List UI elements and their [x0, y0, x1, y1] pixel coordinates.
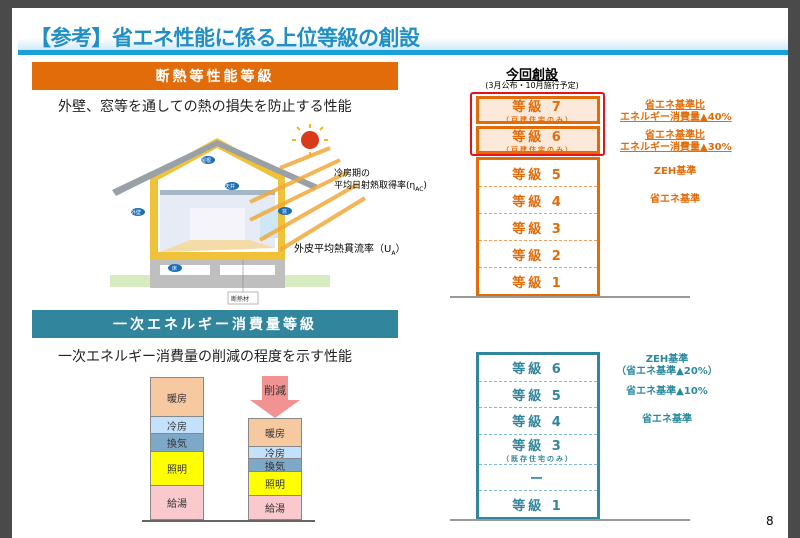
segment-heating: 暖房: [151, 378, 203, 417]
roof-tag: 屋根: [201, 158, 212, 164]
energy-grade-6: 等級 6: [479, 355, 597, 382]
bar-baseline: [142, 520, 315, 522]
energy-bar-after: 暖房 冷房 換気 照明 給湯: [248, 418, 302, 520]
energy-grade-4-note: 省エネ基準: [642, 414, 692, 425]
solar-gain-line2: 平均日射熱取得率(η: [334, 181, 416, 191]
insulation-header: 断熱等性能等級: [32, 62, 398, 90]
energy-grade-2-none: ー: [479, 465, 597, 492]
insulation-material-tag: 断熱材: [231, 296, 250, 303]
wall-tag: 外壁: [131, 210, 142, 216]
window-tag: 窓: [282, 209, 288, 215]
title-stripe: [18, 38, 788, 50]
segment-hot-water: 給湯: [249, 496, 301, 519]
solar-gain-close: ): [423, 181, 427, 191]
page-title: 【参考】省エネ性能に係る上位等級の創設: [30, 26, 420, 50]
energy-grades-box: 等級 6 等級 5 等級 4 等級 3（既存住宅のみ） ー 等級 1: [476, 352, 600, 520]
energy-grade-4: 等級 4: [479, 408, 597, 435]
insulation-description: 外壁、窓等を通しての熱の損失を防止する性能: [58, 99, 352, 115]
solar-gain-line1: 冷房期の: [334, 169, 371, 179]
down-arrow-icon: [250, 376, 300, 418]
solar-gain-label: 冷房期の平均日射熱取得率(ηAC): [334, 168, 427, 196]
grade-label: 等級 7: [512, 99, 564, 115]
new-heading: 今回創設: [505, 68, 558, 83]
ua-text: 外皮平均熱貫流率（U: [294, 244, 392, 255]
slide: 【参考】省エネ性能に係る上位等級の創設 断熱等性能等級 外壁、窓等を通しての熱の…: [12, 8, 788, 538]
segment-hot-water: 給湯: [151, 486, 203, 519]
solar-gain-sub: AC: [415, 185, 424, 193]
note-line1: 省エネ基準比: [645, 100, 705, 111]
energy-grade-5-note: 省エネ基準▲10%: [626, 386, 708, 397]
new-grades-highlight: [470, 92, 605, 156]
grade-sub: （戸建住宅のみ）: [502, 115, 574, 124]
segment-cooling: 冷房: [249, 447, 301, 460]
energy-grade-3: 等級 3（既存住宅のみ）: [479, 435, 597, 465]
grade-4-note: 省エネ基準: [650, 194, 700, 205]
insulation-grade-7: 等級 7（戸建住宅のみ）: [476, 96, 600, 124]
insulation-grade-3: 等級 3: [479, 214, 597, 241]
reduction-label: 削減: [264, 384, 286, 397]
house-diagram: 冷房期の平均日射熱取得率(ηAC) 外皮平均熱貫流率（UA） 屋根 天井 外壁 …: [100, 120, 427, 310]
note-line2: エネルギー消費量▲30%: [620, 142, 732, 153]
insulation-grade-4: 等級 4: [479, 187, 597, 214]
energy-grade-5: 等級 5: [479, 382, 597, 409]
grade-label: 等級 3: [512, 438, 564, 454]
insulation-grade-2: 等級 2: [479, 241, 597, 268]
segment-ventilation: 換気: [249, 459, 301, 473]
note-line2: （省エネ基準▲20%）: [616, 366, 718, 377]
energy-bar-before: 暖房 冷房 換気 照明 給湯: [150, 377, 204, 520]
ceiling-tag: 天井: [225, 184, 236, 190]
energy-header: 一次エネルギー消費量等級: [32, 310, 398, 338]
segment-heating: 暖房: [249, 419, 301, 447]
title-underline: [18, 50, 788, 55]
grade-5-note: ZEH基準: [653, 166, 697, 177]
grade-7-note: 省エネ基準比エネルギー消費量▲40%: [620, 100, 732, 124]
ua-label: 外皮平均熱貫流率（UA）: [294, 240, 405, 257]
grade-6-note: 省エネ基準比エネルギー消費量▲30%: [620, 130, 732, 154]
ua-close: ）: [395, 244, 406, 255]
note-line1: 省エネ基準比: [645, 130, 705, 141]
grade-sub: （戸建住宅のみ）: [502, 145, 574, 154]
note-line2: エネルギー消費量▲40%: [620, 112, 732, 123]
note-line1: ZEH基準: [645, 354, 689, 365]
insulation-grade-5: 等級 5: [479, 160, 597, 187]
insulation-grade-1: 等級 1: [512, 275, 564, 291]
segment-ventilation: 換気: [151, 434, 203, 452]
energy-description: 一次エネルギー消費量の削減の程度を示す性能: [58, 349, 352, 365]
segment-cooling: 冷房: [151, 417, 203, 434]
new-note: (3月公布・10月施行予定): [485, 81, 579, 90]
segment-lighting: 照明: [249, 472, 301, 496]
energy-baseline: [450, 519, 690, 521]
ua-sub: A: [391, 250, 396, 257]
grade-label: 等級 6: [512, 129, 564, 145]
insulation-grade-6: 等級 6（戸建住宅のみ）: [476, 126, 600, 154]
page-number: 8: [766, 514, 774, 528]
grade-sub: （既存住宅のみ）: [502, 454, 574, 463]
insulation-grades-box: 等級 5 等級 4 等級 3 等級 2 等級 1: [476, 157, 600, 297]
house-illustration: [110, 124, 367, 305]
reduction-arrow: 削減: [248, 376, 302, 418]
energy-grade-6-note: ZEH基準（省エネ基準▲20%）: [612, 354, 722, 378]
insulation-baseline: [450, 296, 690, 298]
segment-lighting: 照明: [151, 452, 203, 486]
floor-tag: 床: [172, 266, 178, 272]
energy-grade-1: 等級 1: [512, 498, 564, 514]
